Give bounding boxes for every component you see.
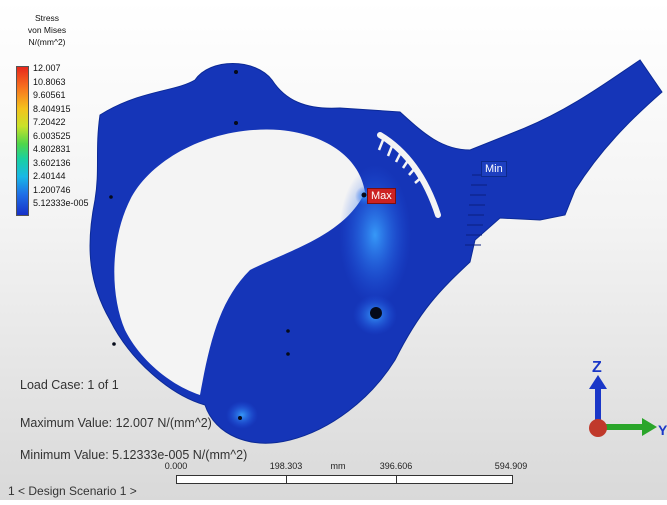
scale-tick: 0.000 [164,461,188,471]
point [234,121,238,125]
load-case-label: Load Case: 1 of 1 [20,378,119,392]
maximum-value-label: Maximum Value: 12.007 N/(mm^2) [20,416,212,430]
point [286,329,290,333]
y-arrow-icon [642,418,657,436]
min-marker[interactable]: Min [481,161,507,177]
legend-value: 1.200746 [33,184,71,195]
max-marker[interactable]: Max [367,188,396,204]
point [112,342,116,346]
legend-value: 7.20422 [33,117,66,127]
scale-segment [286,475,398,484]
scale-tick: 396.606 [379,461,413,471]
legend-value: 12.007 [33,63,61,73]
legend-title-line: von Mises [27,25,67,35]
legend-title: Stress von Mises N/(mm^2) [18,12,76,48]
point [238,416,242,420]
design-scenario-label[interactable]: 1 < Design Scenario 1 > [8,484,137,498]
z-arrow-icon [589,375,607,389]
legend-value: 6.003525 [33,130,71,141]
pin-hole [370,307,382,319]
slot-teeth [377,139,424,184]
stress-hotspot [339,165,411,305]
scale-segment [176,475,288,484]
legend-title-line: N/(mm^2) [28,37,66,47]
legend-value: 8.404915 [33,103,71,114]
legend-colorbar [16,66,29,216]
scale-unit: mm [330,461,346,471]
legend-value: 3.602136 [33,157,71,168]
axis-triad: Z Y [580,355,667,445]
y-axis-label: Y [658,422,667,438]
stress-hotspot [226,401,258,429]
scale-bar: 0.000 198.303 mm 396.606 594.909 [165,461,527,487]
scale-segment [396,475,513,484]
part-cutout [114,129,366,395]
z-axis-label: Z [592,359,602,376]
legend-values: 12.007 10.8063 9.60561 8.404915 7.20422 … [33,62,89,211]
legend-value: 2.40144 [33,171,66,181]
scale-tick: 594.909 [494,461,528,471]
max-point [361,192,367,198]
minimum-value-label: Minimum Value: 5.12333e-005 N/(mm^2) [20,448,248,462]
legend-value: 10.8063 [33,76,66,87]
legend-value: 4.802831 [33,144,71,154]
legend-title-line: Stress [34,13,60,23]
slot [377,132,441,218]
point [234,70,238,74]
origin-sphere-icon [589,419,607,437]
legend-value: 5.12333e-005 [33,198,89,208]
scale-tick: 198.303 [269,461,303,471]
legend-value: 9.60561 [33,90,66,100]
point [109,195,113,199]
point [286,352,290,356]
